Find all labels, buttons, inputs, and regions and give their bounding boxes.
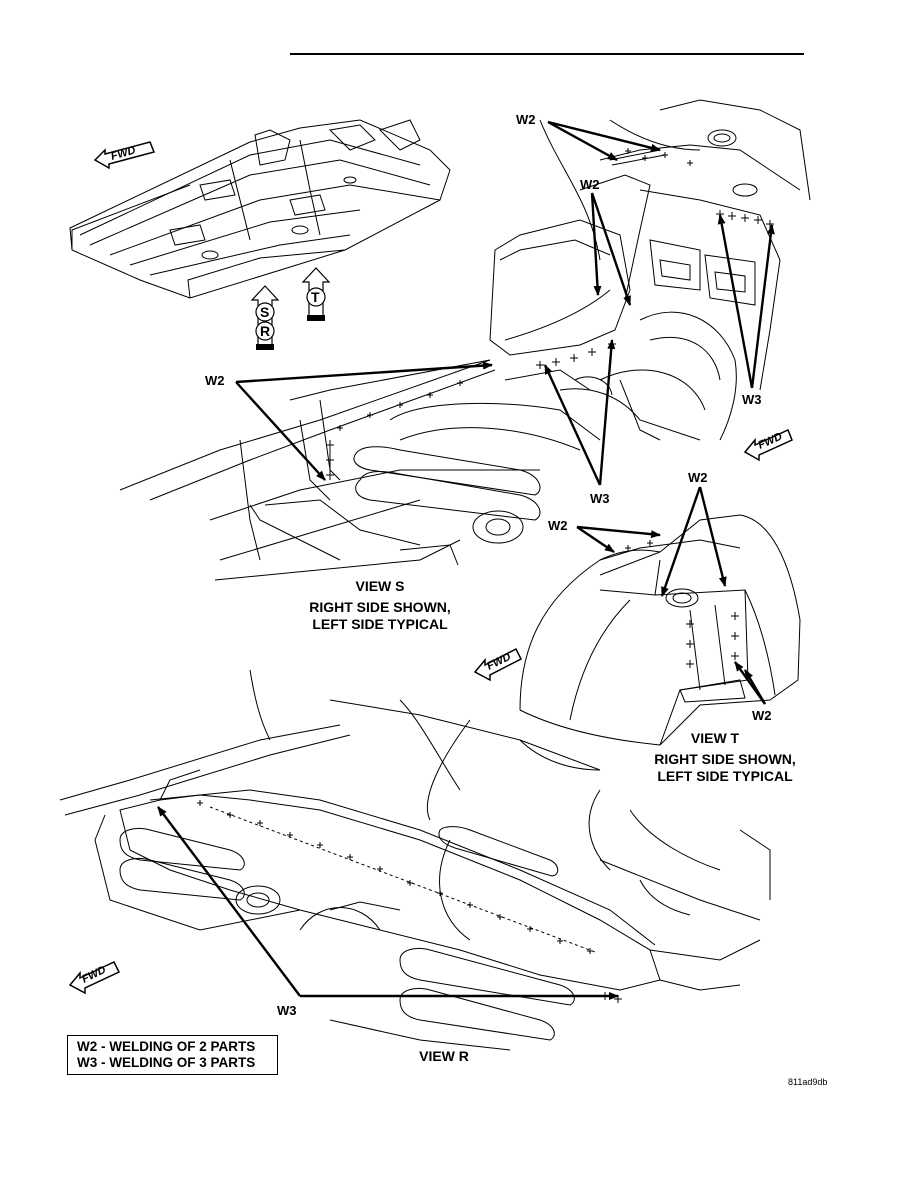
svg-text:T: T bbox=[311, 289, 320, 305]
view-t-title: VIEW T bbox=[690, 730, 740, 746]
fwd-arrow-overview: FWD bbox=[93, 141, 156, 170]
leader-w3-b bbox=[750, 224, 775, 389]
svg-text:R: R bbox=[260, 323, 270, 339]
leader-w2-e bbox=[235, 361, 493, 384]
leader-w2-i bbox=[660, 486, 702, 597]
figure-id: 811ad9db bbox=[788, 1077, 828, 1087]
view-s-caption: VIEW S RIGHT SIDE SHOWN, LEFT SIDE TYPIC… bbox=[300, 578, 460, 633]
view-t-drawing bbox=[519, 514, 801, 746]
leader-w2-j bbox=[698, 486, 727, 587]
fwd-arrow-view-s: FWD bbox=[743, 428, 793, 462]
leader-w2-l bbox=[743, 669, 767, 705]
weld-marks-view-s bbox=[326, 148, 774, 480]
view-s-note-line2: LEFT SIDE TYPICAL bbox=[312, 616, 448, 632]
leader-w3-d bbox=[598, 339, 616, 486]
fwd-arrow-view-t: FWD bbox=[473, 647, 523, 682]
leader-w2-d bbox=[590, 192, 602, 296]
legend-line-w3: W3 - WELDING OF 3 PARTS bbox=[77, 1055, 256, 1070]
callout-w3-view-s: W3 bbox=[590, 491, 610, 506]
leader-w3-e bbox=[157, 806, 301, 997]
callout-w2-left: W2 bbox=[205, 373, 225, 388]
callout-w2-view-t-bottom: W2 bbox=[752, 708, 772, 723]
view-t-caption: VIEW T RIGHT SIDE SHOWN, LEFT SIDE TYPIC… bbox=[645, 730, 805, 785]
view-marker-s-r: S R bbox=[250, 285, 280, 350]
legend-line-w2: W2 - WELDING OF 2 PARTS bbox=[77, 1039, 256, 1054]
vehicle-floor-overview bbox=[69, 119, 451, 299]
leader-w2-a bbox=[547, 120, 661, 152]
view-r-title: VIEW R bbox=[419, 1048, 469, 1064]
leader-w2-g bbox=[576, 525, 661, 539]
callout-w2-top: W2 bbox=[516, 112, 536, 127]
leader-w2-b bbox=[547, 120, 618, 162]
view-s-title: VIEW S bbox=[355, 578, 405, 594]
weld-legend-box: W2 - WELDING OF 2 PARTS W3 - WELDING OF … bbox=[67, 1035, 278, 1075]
fwd-arrow-view-r: FWD bbox=[68, 961, 121, 995]
callout-w2-view-t-left: W2 bbox=[548, 518, 568, 533]
view-s-note-line1: RIGHT SIDE SHOWN, bbox=[309, 599, 451, 615]
svg-text:S: S bbox=[260, 304, 269, 320]
leader-w3-a bbox=[717, 214, 754, 389]
view-t-note-line1: RIGHT SIDE SHOWN, bbox=[654, 751, 796, 767]
view-r-drawing bbox=[59, 669, 771, 1051]
weld-marks-view-t bbox=[625, 540, 739, 668]
leader-w2-c bbox=[590, 192, 632, 306]
view-marker-t: T bbox=[301, 267, 331, 321]
weld-marks-view-r bbox=[197, 800, 622, 1003]
leader-w3-c bbox=[543, 364, 602, 486]
leader-w2-h bbox=[576, 526, 615, 553]
callout-w2-upper-mid: W2 bbox=[580, 177, 600, 192]
callout-w3-right: W3 bbox=[742, 392, 762, 407]
view-t-note-line2: LEFT SIDE TYPICAL bbox=[657, 768, 793, 784]
callout-w3-view-r: W3 bbox=[277, 1003, 297, 1018]
leader-w2-f bbox=[235, 381, 326, 481]
leader-lines bbox=[157, 120, 775, 1000]
callout-w2-view-t-top: W2 bbox=[688, 470, 708, 485]
